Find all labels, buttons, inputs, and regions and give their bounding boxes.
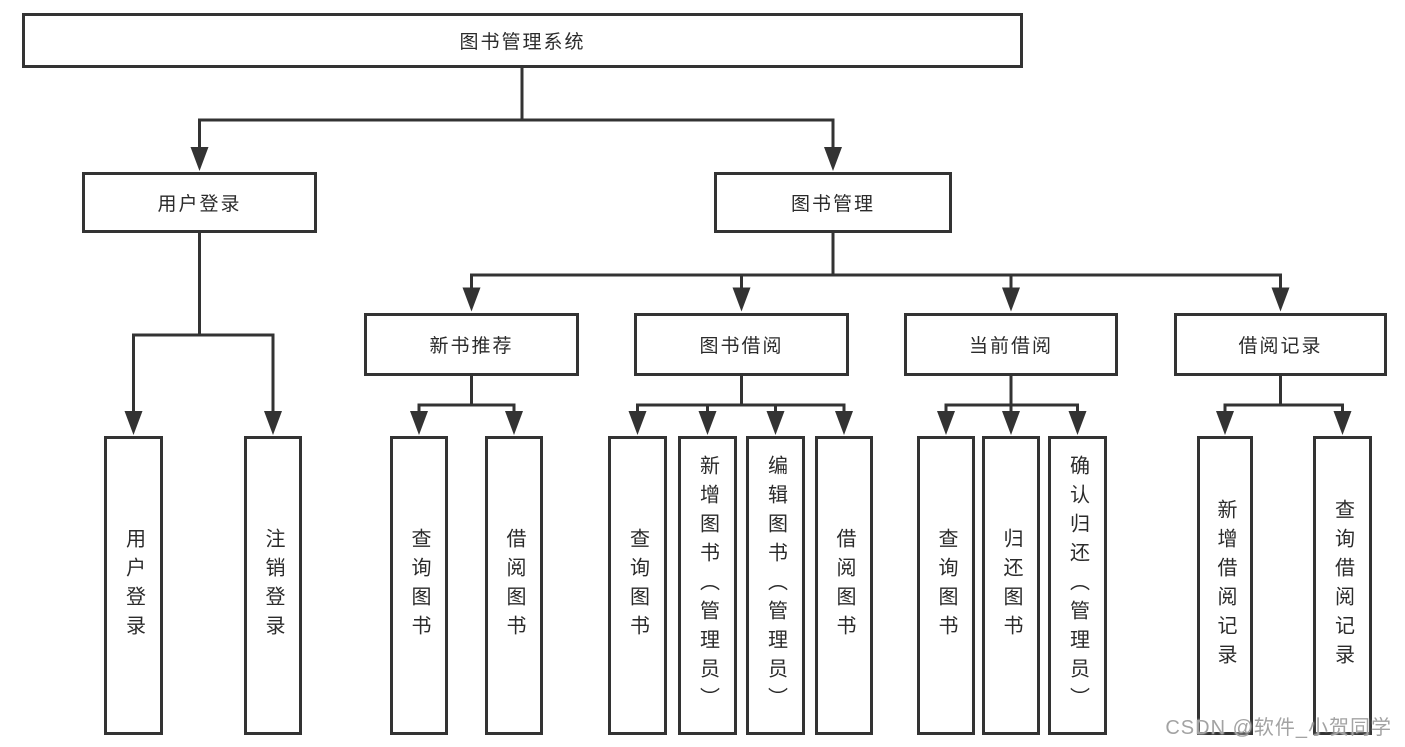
leaf-label: 借阅图书 <box>833 527 855 644</box>
node-user-login: 用户登录 <box>82 172 317 233</box>
leaf-borrow-edit-books-admin: 编辑图书（管理员） <box>746 436 805 735</box>
node-new-book-recommend: 新书推荐 <box>364 313 579 376</box>
leaf-label: 确认归还（管理员） <box>1066 455 1089 716</box>
csdn-watermark: CSDN @软件_小贺同学 <box>1165 717 1392 739</box>
leaf-label: 查询图书 <box>935 527 957 644</box>
node-root: 图书管理系统 <box>22 13 1023 68</box>
node-current-borrowing: 当前借阅 <box>904 313 1118 376</box>
leaf-label: 新增图书（管理员） <box>696 455 719 716</box>
leaf-borrow-borrow-books: 借阅图书 <box>815 436 873 735</box>
leaf-current-query-books: 查询图书 <box>917 436 975 735</box>
leaf-label: 查询图书 <box>408 527 430 644</box>
leaf-label: 归还图书 <box>1000 527 1022 644</box>
leaf-borrow-query-books: 查询图书 <box>608 436 667 735</box>
leaf-records-add-record: 新增借阅记录 <box>1197 436 1253 735</box>
leaf-label: 注销登录 <box>262 527 284 644</box>
leaf-current-confirm-return-admin: 确认归还（管理员） <box>1048 436 1107 735</box>
leaf-label: 借阅图书 <box>503 527 525 644</box>
leaf-borrow-add-books-admin: 新增图书（管理员） <box>678 436 737 735</box>
leaf-label: 用户登录 <box>122 527 145 644</box>
leaf-label: 新增借阅记录 <box>1214 498 1236 673</box>
leaf-records-query-record: 查询借阅记录 <box>1313 436 1372 735</box>
leaf-logout: 注销登录 <box>244 436 302 735</box>
leaf-newrec-borrow-books: 借阅图书 <box>485 436 543 735</box>
leaf-newrec-query-books: 查询图书 <box>390 436 448 735</box>
leaf-current-return-books: 归还图书 <box>982 436 1040 735</box>
node-borrowing-records: 借阅记录 <box>1174 313 1387 376</box>
leaf-label: 查询借阅记录 <box>1331 498 1354 673</box>
node-book-borrowing: 图书借阅 <box>634 313 849 376</box>
node-book-management: 图书管理 <box>714 172 952 233</box>
leaf-user-login: 用户登录 <box>104 436 163 735</box>
leaf-label: 编辑图书（管理员） <box>764 455 787 716</box>
leaf-label: 查询图书 <box>626 527 649 644</box>
